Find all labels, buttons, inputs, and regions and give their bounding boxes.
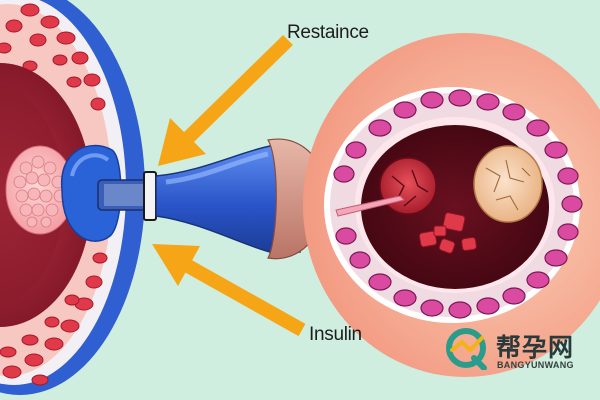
watermark-chinese-text: 帮孕网: [496, 333, 575, 362]
fat-droplet: [473, 145, 543, 223]
syringe-flange: [143, 171, 157, 221]
arrow-insulin: [152, 244, 306, 337]
right-cell: [303, 33, 600, 377]
resistance-label: Restaince: [287, 22, 369, 43]
arrow-resistance: [158, 35, 293, 166]
needle: [335, 195, 405, 217]
left-blood-cells: [0, 3, 108, 386]
right-cell-organelles: [333, 89, 583, 319]
watermark-latin-text: BANGYUNWANG: [497, 360, 574, 370]
red-nucleus: [379, 157, 437, 215]
left-cell: [0, 0, 145, 395]
insulin-label: Insulin: [309, 324, 362, 345]
watermark-logo-icon: [446, 328, 487, 370]
fat-globule-left: [5, 145, 75, 235]
red-particles: [418, 212, 477, 254]
watermark: 帮孕网 BANGYUNWANG: [446, 328, 596, 374]
